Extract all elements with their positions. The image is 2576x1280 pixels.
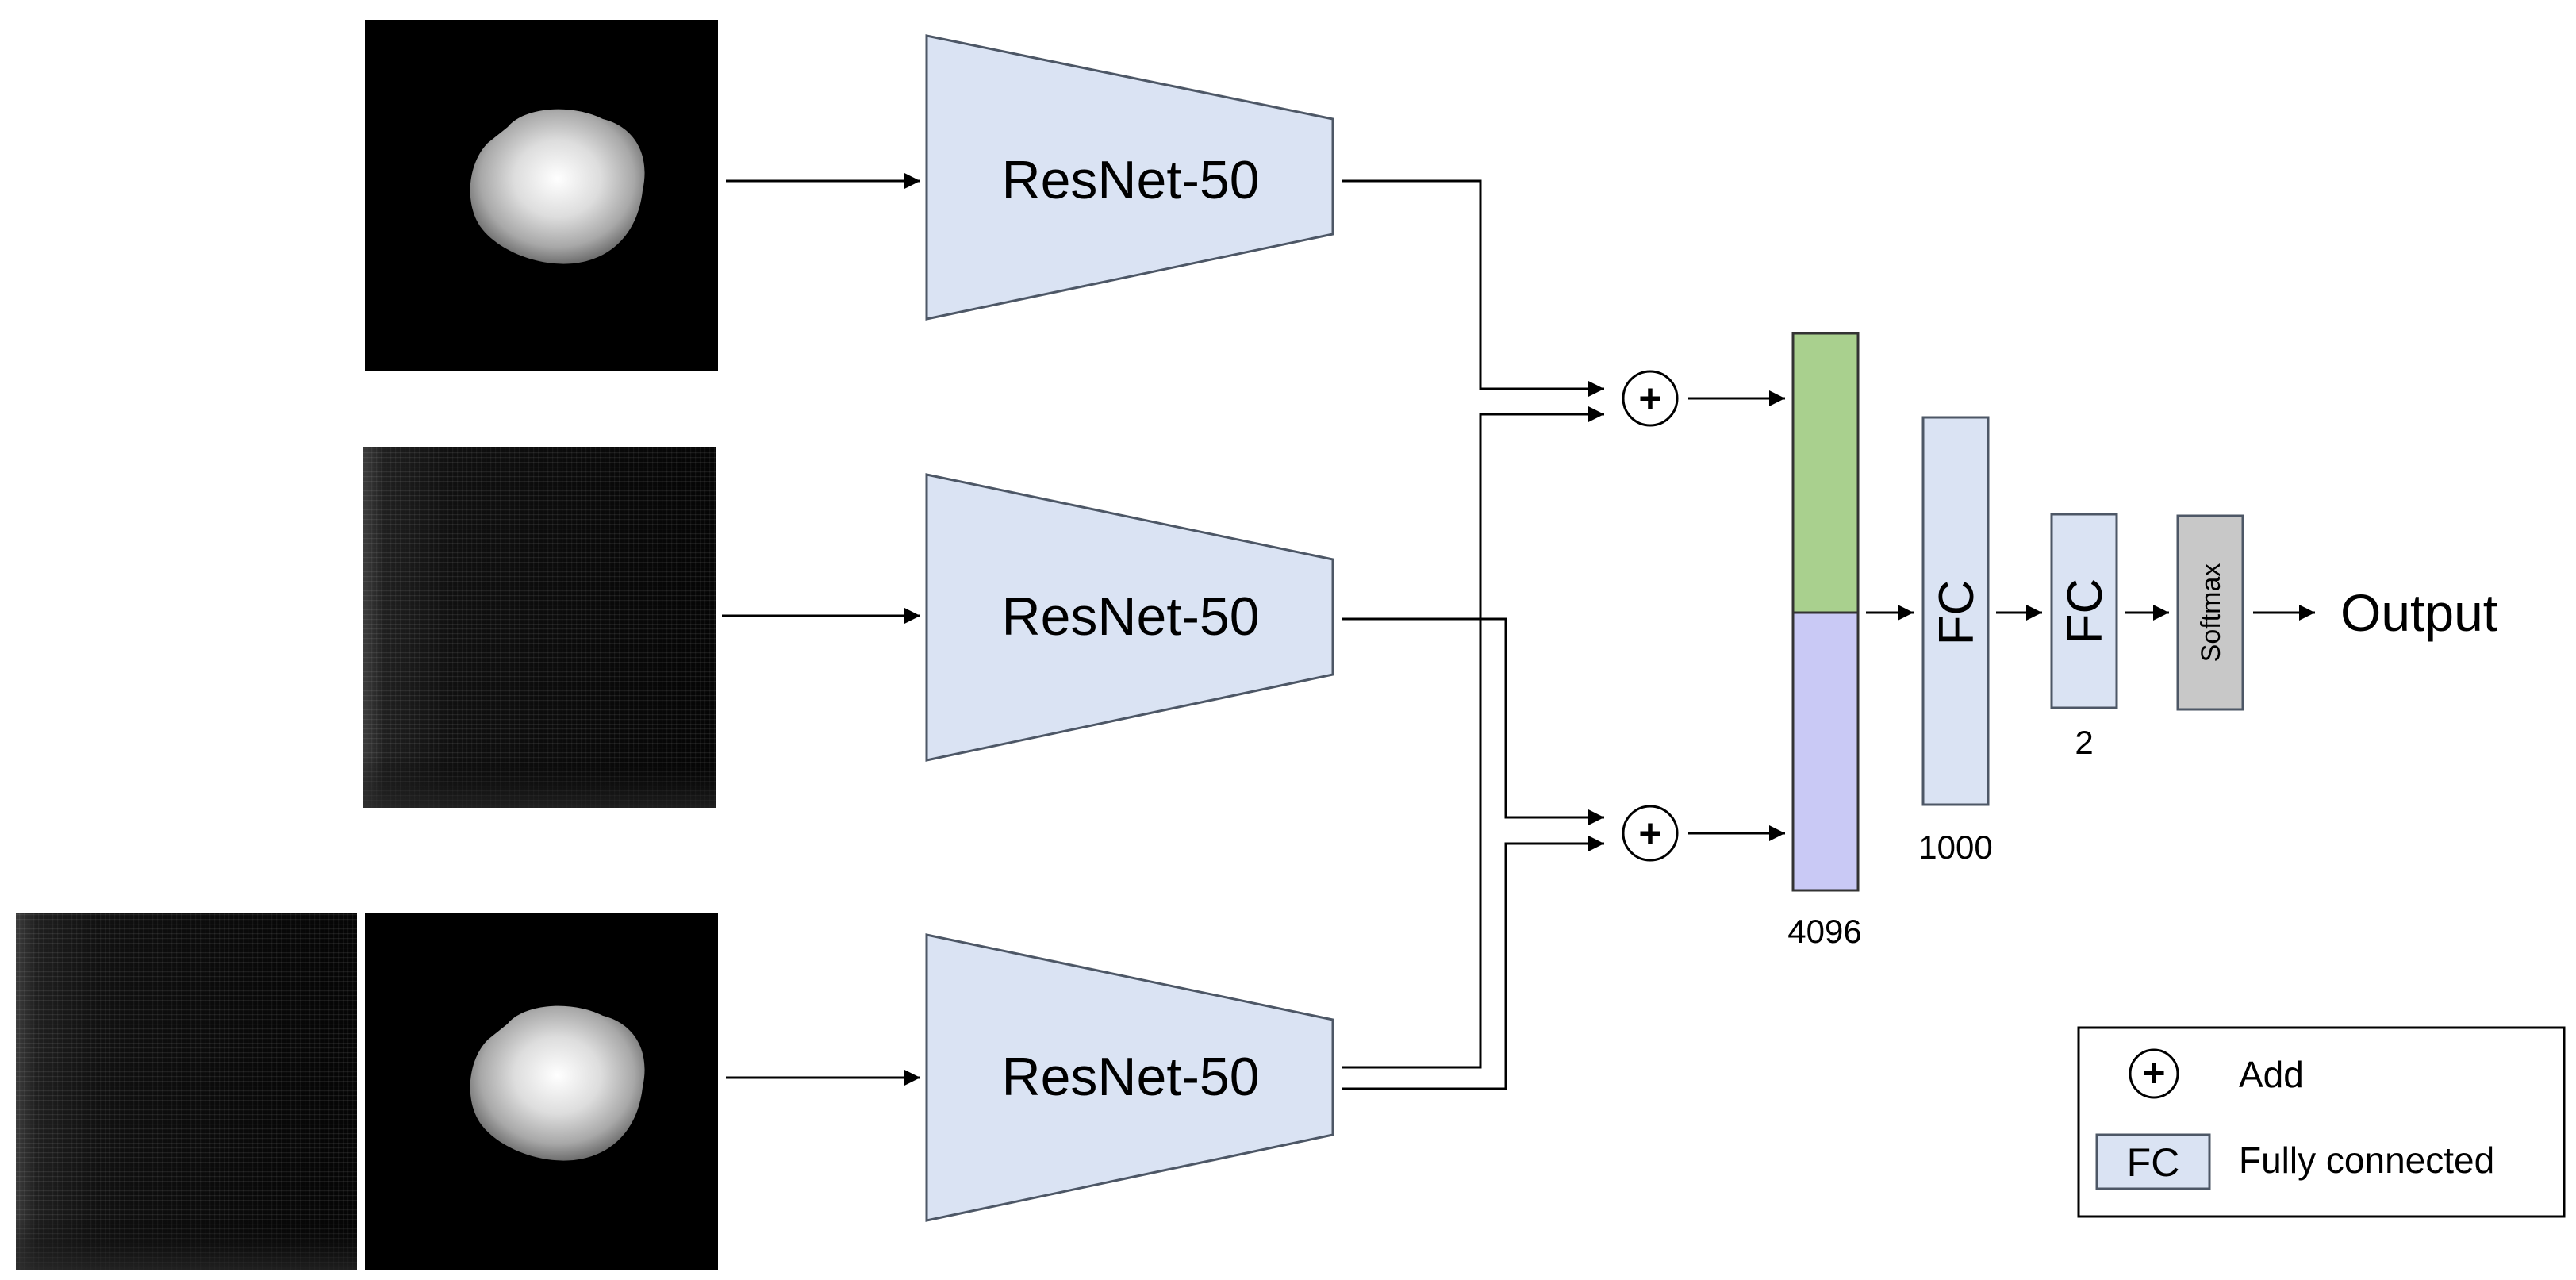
encoder-top-label: ResNet-50 [1001, 150, 1259, 210]
encoder-middle-label: ResNet-50 [1001, 586, 1259, 647]
route-top-to-add1 [1342, 179, 1604, 397]
legend: + Add FC Fully connected [2077, 1026, 2566, 1218]
fc1-dim: 1000 [1918, 828, 1992, 866]
fc2-dim: 2 [2075, 724, 2093, 761]
legend-add-entry: + Add [2129, 1048, 2304, 1099]
legend-fc-entry: FC Fully connected [2095, 1133, 2494, 1190]
route-bottom-to-add2 [1342, 836, 1604, 1090]
add-icon: + [1638, 811, 1661, 855]
fc2-layer: FC 2 [2050, 513, 2118, 761]
fc1-label: FC [1929, 580, 1984, 646]
legend-fc-label: Fully connected [2239, 1140, 2494, 1181]
legend-add-label: Add [2239, 1054, 2304, 1095]
encoder-bottom-label: ResNet-50 [1001, 1047, 1259, 1107]
route-middle-to-add2 [1342, 617, 1604, 825]
input-image-cell-top [365, 20, 718, 371]
feature-vector-dim: 4096 [1787, 913, 1861, 950]
encoder-middle: ResNet-50 [925, 473, 1334, 762]
output-label: Output [2340, 583, 2497, 642]
legend-fc-symbol: FC [2127, 1140, 2180, 1185]
input-image-spectrum-bottom [16, 913, 357, 1270]
add-node-bottom: + [1622, 805, 1679, 862]
fc2-label: FC [2058, 578, 2113, 644]
route-bottom-to-add1 [1342, 406, 1604, 1069]
add-icon: + [1638, 376, 1661, 421]
feature-vector: 4096 [1787, 332, 1862, 950]
softmax-layer: Softmax [2176, 514, 2244, 711]
encoder-top: ResNet-50 [925, 34, 1334, 321]
input-image-spectrum-middle [363, 447, 716, 808]
input-image-cell-bottom [365, 913, 718, 1270]
softmax-label: Softmax [2196, 563, 2226, 663]
legend-add-icon: + [2142, 1051, 2165, 1095]
add-node-top: + [1622, 370, 1679, 427]
encoder-bottom: ResNet-50 [925, 933, 1334, 1222]
fc1-layer: FC 1000 [1918, 416, 1993, 866]
